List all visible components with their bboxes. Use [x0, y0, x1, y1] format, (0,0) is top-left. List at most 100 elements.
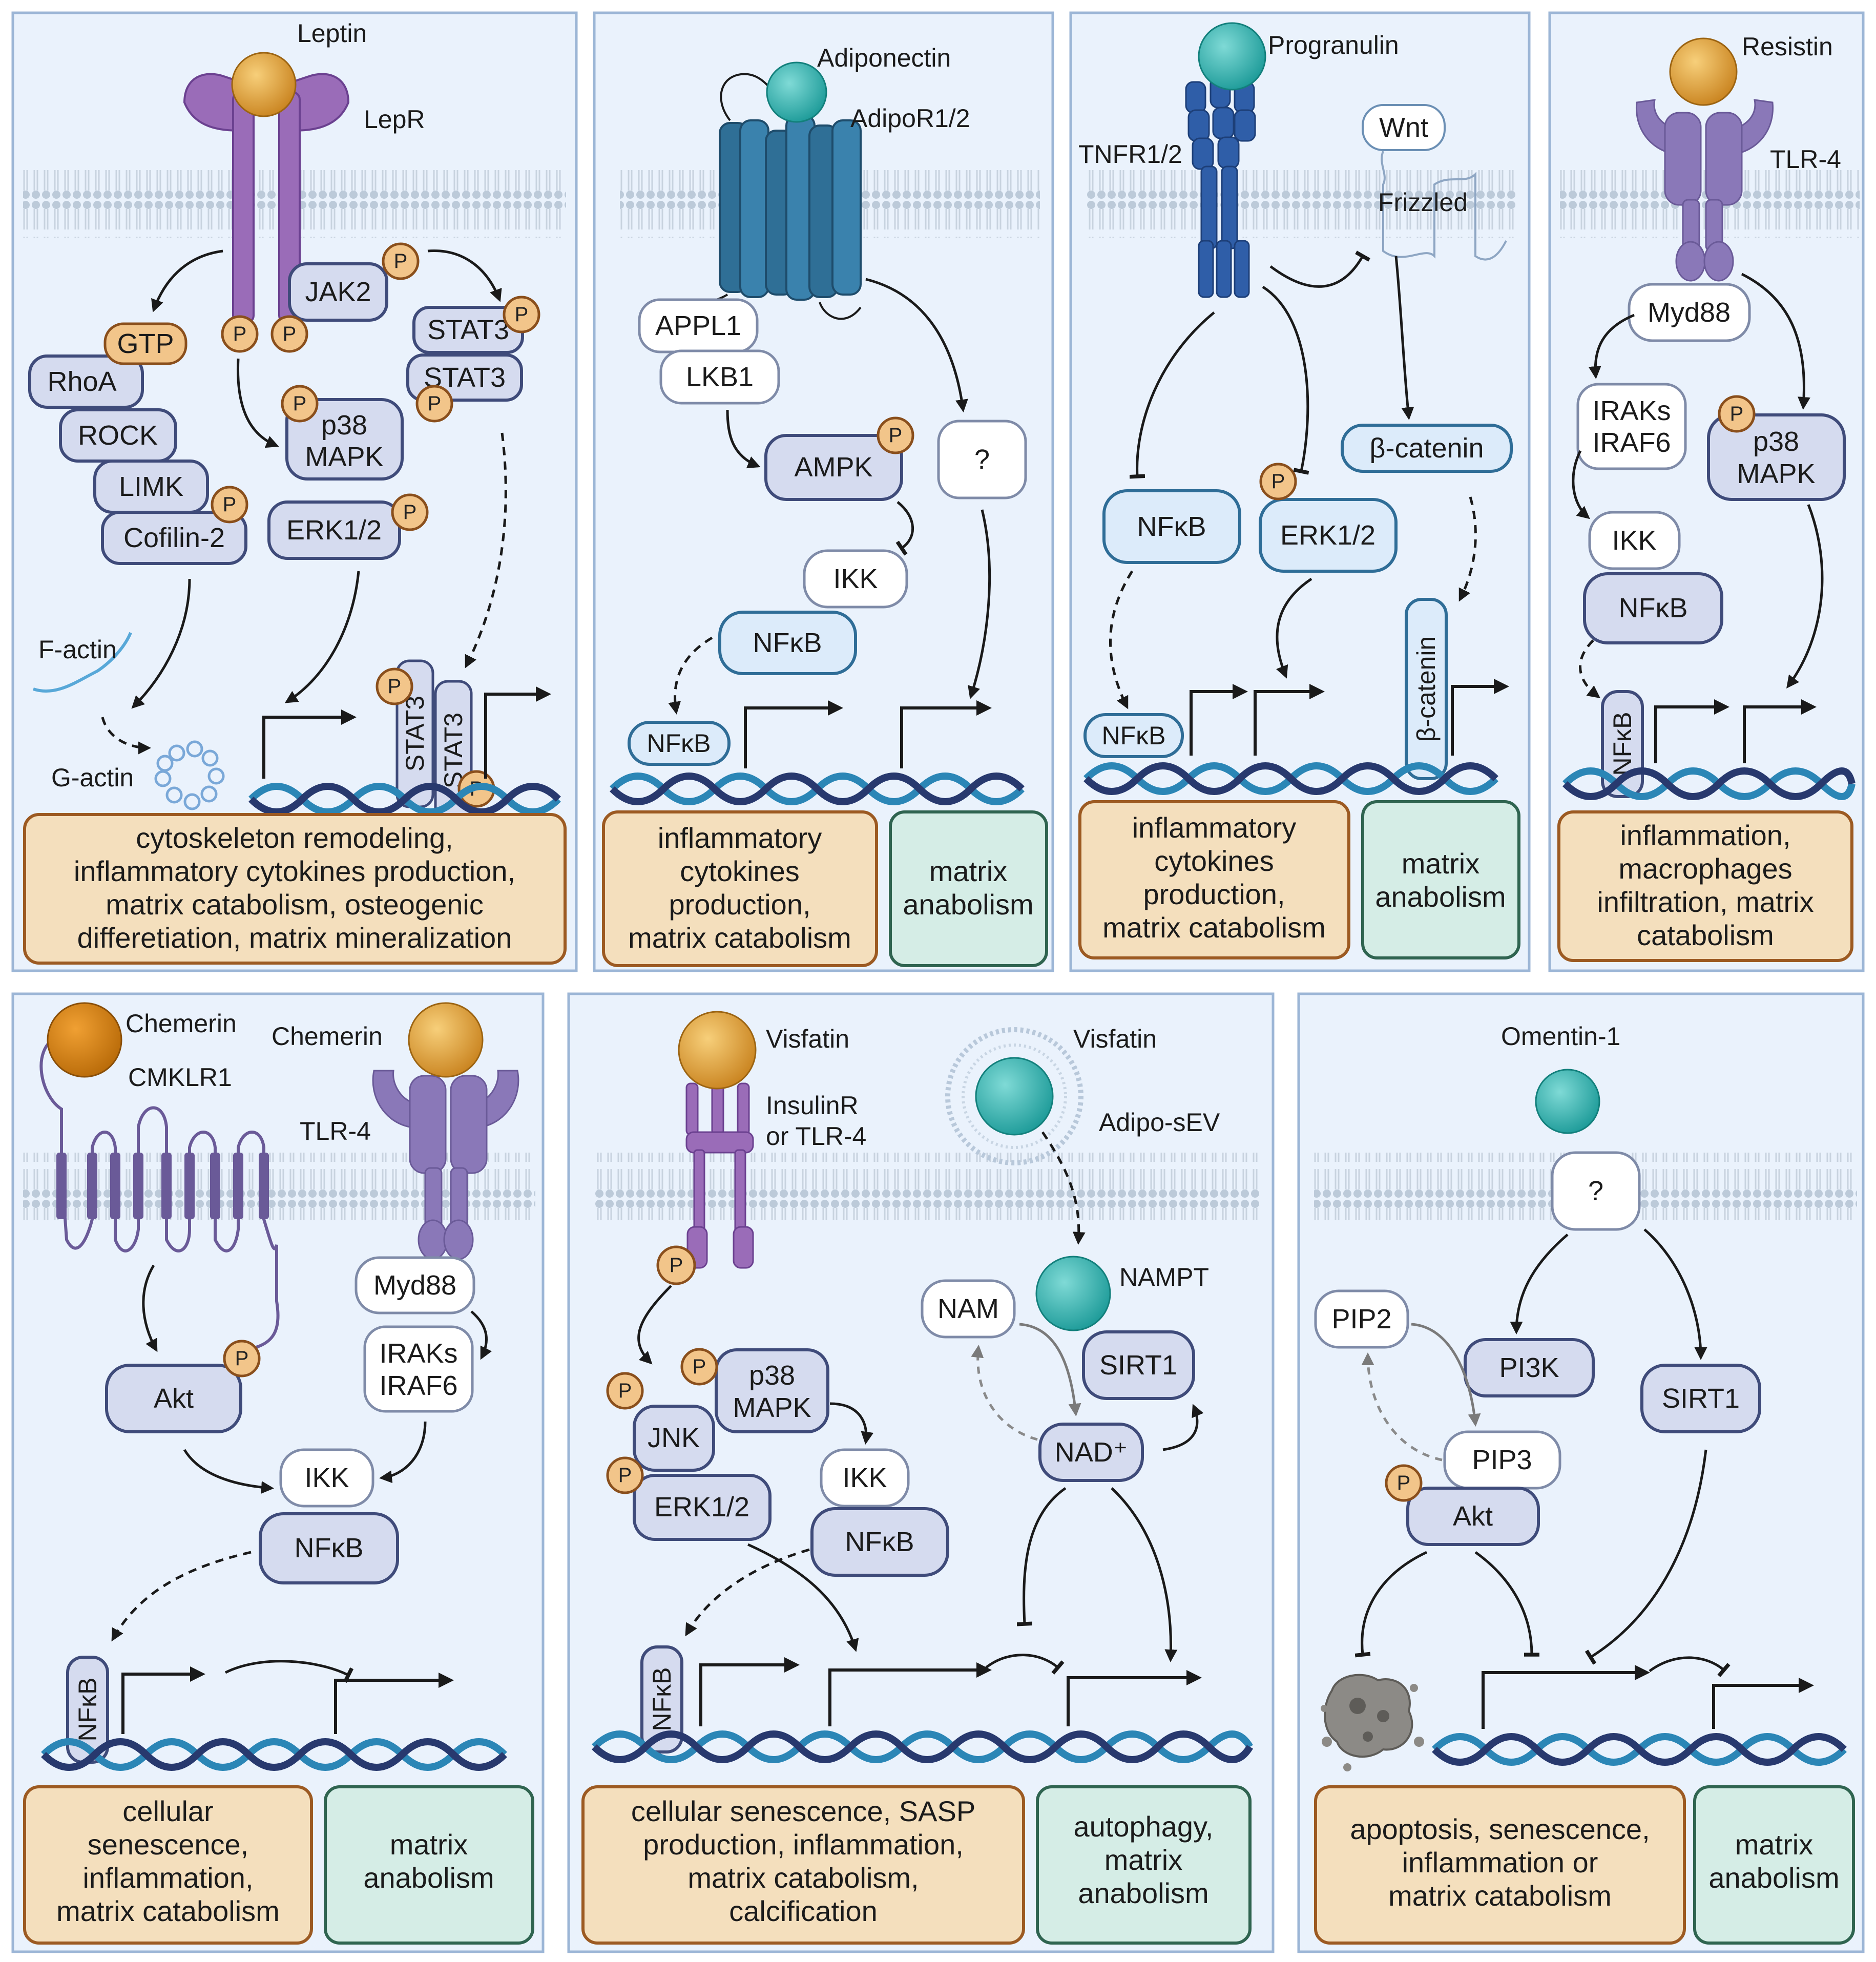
phospho-label: P: [235, 1347, 249, 1370]
lepr-receptor: [183, 73, 350, 324]
phospho-stat3-1: [503, 296, 540, 333]
chemerin-ligand-2: [408, 1002, 484, 1078]
chemerin-outcome1-line2: senescence,: [88, 1828, 248, 1861]
inhibit-sirt1-gene: [1585, 1449, 1707, 1665]
inhibit-tnfr-frizzled: [1269, 251, 1370, 288]
insulinr-label-line2: or TLR-4: [766, 1122, 866, 1151]
visfatin-outcome1-line3: matrix catabolism,: [687, 1862, 919, 1894]
panel-leptin: Leptin LepR JAK2 P P P STAT3 STAT3 P P R…: [11, 11, 578, 972]
resistin-label: Resistin: [1742, 32, 1833, 61]
cofilin2-box: [101, 511, 247, 565]
ikk-box: [1588, 511, 1681, 570]
erk12-box: [267, 500, 401, 560]
chemerin-outcome1-line3: inflammation,: [82, 1862, 253, 1894]
f-actin-filament: [33, 632, 132, 693]
chemerin-label-2: Chemerin: [272, 1022, 383, 1051]
arrow-myd88-iraks: [470, 1310, 492, 1360]
dna-helix: [610, 773, 1025, 805]
phospho-erk: [1259, 463, 1297, 500]
nfkb-label: NFκB: [1137, 511, 1206, 542]
arrow-nad-anabolism: [1111, 1487, 1178, 1662]
ikk-box: [279, 1448, 374, 1508]
progranulin-outcome2-line1: matrix: [1402, 847, 1479, 880]
dna-helix: [1432, 1733, 1847, 1766]
beta-catenin-box: [1341, 424, 1513, 473]
beta-catenin-dna-box: [1405, 598, 1448, 780]
appl1-label: APPL1: [655, 310, 741, 341]
omentin-outcome1-line3: matrix catabolism: [1388, 1880, 1612, 1912]
inhibit-tnfr-erk: [1262, 285, 1309, 475]
ikk-label: IKK: [304, 1463, 349, 1493]
jak2-box: [288, 262, 388, 322]
apoptotic-cell: [1321, 1674, 1424, 1771]
omentin-outcome1-line2: inflammation or: [1402, 1846, 1598, 1878]
phospho-cofilin: [211, 486, 248, 524]
arrow-nfkb-nucleus: [1579, 639, 1600, 699]
arrow-adipor-unknown: [865, 278, 968, 412]
myd88-box: [1628, 283, 1751, 342]
arrow-p38-ikk: [829, 1402, 874, 1445]
nad-label: NAD⁺: [1055, 1437, 1128, 1468]
jak2-label: JAK2: [305, 277, 371, 307]
phospho-label: P: [428, 392, 442, 415]
arrow-catenin-nucleus: [1458, 496, 1477, 602]
nad-box: [1038, 1423, 1144, 1482]
akt-label: Akt: [154, 1383, 194, 1414]
phospho-label: P: [394, 250, 408, 273]
stat3-label-1: STAT3: [427, 315, 509, 345]
ikk-label: IKK: [1612, 525, 1656, 556]
visfatin-label-1: Visfatin: [766, 1025, 849, 1053]
nfkb-dna-label: NFκB: [73, 1678, 102, 1742]
sirt1-label: SIRT1: [1099, 1350, 1177, 1381]
adipo-sev-vesicle: [945, 1027, 1083, 1165]
frizzled-receptor: [1381, 151, 1507, 261]
arrow-unknown-gene: [968, 509, 991, 699]
arrow-pip2-pip3: [1411, 1323, 1481, 1427]
omentin-outcome2-line2: anabolism: [1708, 1862, 1839, 1894]
adiponectin-outcome1-line1: inflammatory: [658, 822, 822, 854]
akt-box: [105, 1364, 242, 1433]
nam-box: [921, 1279, 1016, 1339]
phospho-erk: [391, 493, 429, 531]
nfkb-dna-label: NFκB: [647, 729, 711, 758]
tnfr-label: TNFR1/2: [1078, 140, 1182, 169]
phospho-label: P: [670, 1254, 683, 1277]
transcription-start-1: [744, 700, 843, 768]
visfatin-outcome-box-2: [1036, 1785, 1252, 1945]
cmklr1-label: CMKLR1: [128, 1063, 232, 1092]
adiponectin-outcome-box-1: [602, 810, 878, 967]
iraks-label-line1: IRAKs: [1592, 395, 1671, 426]
insulinr-label-line1: InsulinR: [766, 1091, 859, 1120]
cell-membrane: [23, 1153, 535, 1220]
phospho-label: P: [293, 392, 307, 415]
nfkb-dna-label: NFκB: [648, 1667, 676, 1731]
tlr4-receptor: [372, 1070, 519, 1260]
nfkb-label: NFκB: [295, 1533, 364, 1563]
beta-catenin-dna-label: β-catenin: [1412, 636, 1441, 742]
transcription-start-1: [699, 1657, 800, 1726]
arrow-lkb1-ampk: [726, 409, 761, 469]
arrow-nad-nam: [971, 1345, 1038, 1441]
phospho-label: P: [618, 1464, 632, 1487]
nfkb-box: [259, 1512, 399, 1584]
phospho-erk: [606, 1456, 644, 1494]
panel-adiponectin: Adiponectin AdipoR1/2 APPL1 LKB1 AMPK P …: [593, 11, 1054, 972]
leptin-outcome-line4: differetiation, matrix mineralization: [77, 922, 512, 954]
lkb1-label: LKB1: [686, 362, 754, 392]
nfkb-box: [718, 611, 857, 675]
erk12-box: [633, 1474, 772, 1541]
iraks-box: [363, 1325, 474, 1413]
myd88-label: Myd88: [1648, 297, 1731, 328]
dna-helix: [1562, 767, 1856, 800]
arrow-nad-sirt1: [1162, 1404, 1204, 1451]
p38-mapk-box: [1707, 413, 1846, 501]
phospho-lepr-2: [270, 315, 308, 353]
transcription-start-1: [1190, 684, 1248, 756]
phospho-label: P: [233, 323, 247, 345]
lepr-label: LepR: [364, 105, 425, 134]
chemerin-outcome1-line1: cellular: [122, 1795, 213, 1827]
pip3-label: PIP3: [1472, 1445, 1532, 1475]
visfatin-outcome1-line1: cellular senescence, SASP: [631, 1795, 975, 1827]
panel-visfatin: Visfatin InsulinR or TLR-4 Visfatin Adip…: [567, 992, 1275, 1953]
p38-label-line1: p38: [1753, 426, 1799, 457]
